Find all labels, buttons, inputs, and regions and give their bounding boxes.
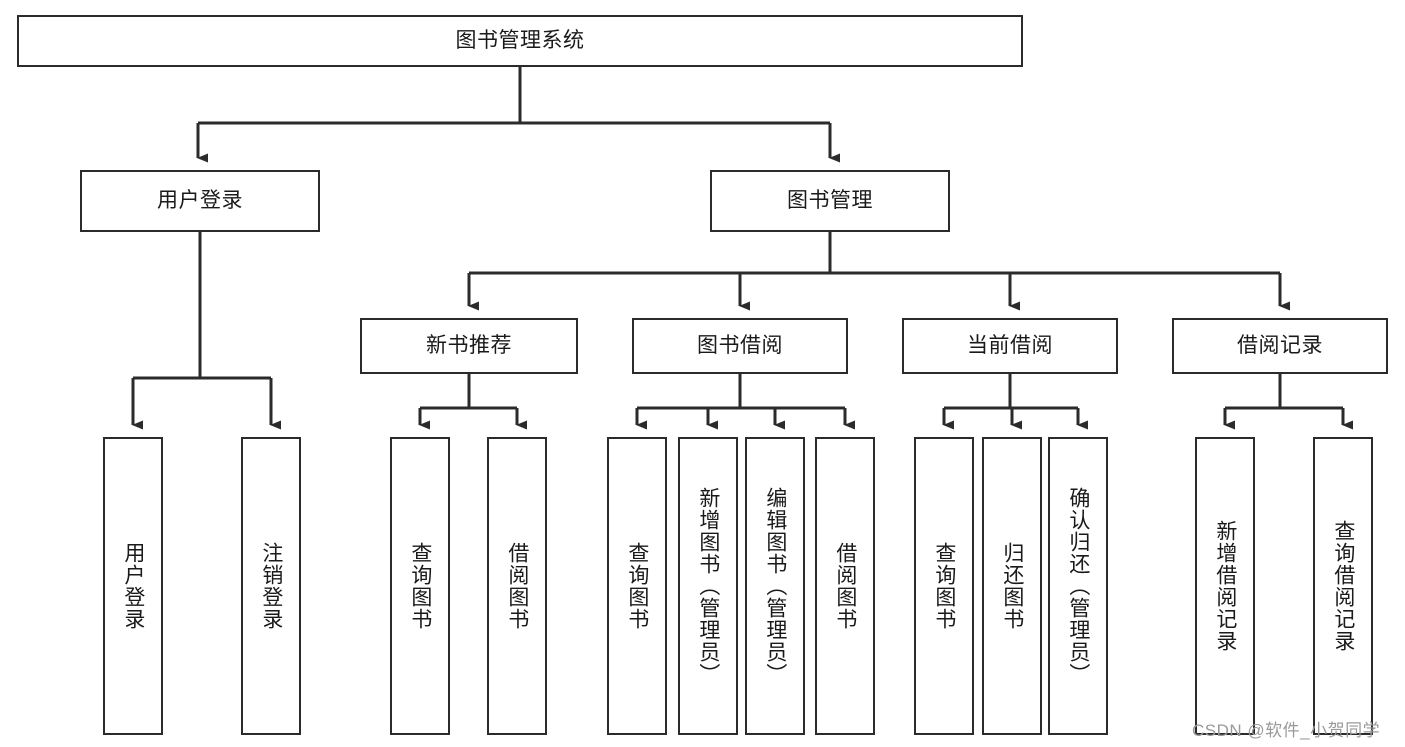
node-label: 新增图书（管理员） [696,487,720,685]
node-label: 新增借阅记录 [1213,520,1237,652]
leaf-confirm-return-admin[interactable]: 确认归还（管理员） [1048,437,1108,735]
leaf-add-book-admin[interactable]: 新增图书（管理员） [678,437,738,735]
leaf-edit-book-admin[interactable]: 编辑图书（管理员） [745,437,805,735]
node-label: 编辑图书（管理员） [763,487,787,685]
leaf-logout[interactable]: 注销登录 [241,437,301,735]
node-label: 当前借阅 [967,334,1053,358]
node-book-management[interactable]: 图书管理 [710,170,950,232]
node-current-borrowing[interactable]: 当前借阅 [902,318,1118,374]
leaf-query-borrow-record[interactable]: 查询借阅记录 [1313,437,1373,735]
node-label: 归还图书 [1000,542,1024,630]
leaf-borrow-book-bb[interactable]: 借阅图书 [815,437,875,735]
node-label: 借阅图书 [505,542,529,630]
node-label: 图书借阅 [697,334,783,358]
node-label: 借阅图书 [833,542,857,630]
node-borrowing-records[interactable]: 借阅记录 [1172,318,1388,374]
node-label: 图书管理系统 [455,29,585,53]
node-book-borrowing[interactable]: 图书借阅 [632,318,848,374]
node-label: 确认归还（管理员） [1066,487,1090,685]
node-label: 查询图书 [932,542,956,630]
leaf-query-book-cb[interactable]: 查询图书 [914,437,974,735]
node-new-book-recommendation[interactable]: 新书推荐 [360,318,578,374]
csdn-watermark: CSDN @软件_小贺同学 [1192,721,1381,740]
leaf-borrow-book-nbr[interactable]: 借阅图书 [487,437,547,735]
node-label: 注销登录 [259,542,283,630]
node-label: 新书推荐 [426,334,512,358]
leaf-user-login[interactable]: 用户登录 [103,437,163,735]
node-label: 用户登录 [157,189,243,213]
node-label: 借阅记录 [1237,334,1323,358]
leaf-query-book-nbr[interactable]: 查询图书 [390,437,450,735]
leaf-add-borrow-record[interactable]: 新增借阅记录 [1195,437,1255,735]
node-label: 查询图书 [625,542,649,630]
node-root-book-management-system[interactable]: 图书管理系统 [17,15,1023,67]
leaf-return-book[interactable]: 归还图书 [982,437,1042,735]
node-label: 查询借阅记录 [1331,520,1355,652]
node-label: 用户登录 [121,542,145,630]
node-user-login[interactable]: 用户登录 [80,170,320,232]
node-label: 查询图书 [408,542,432,630]
node-label: 图书管理 [787,189,873,213]
leaf-query-book-bb[interactable]: 查询图书 [607,437,667,735]
